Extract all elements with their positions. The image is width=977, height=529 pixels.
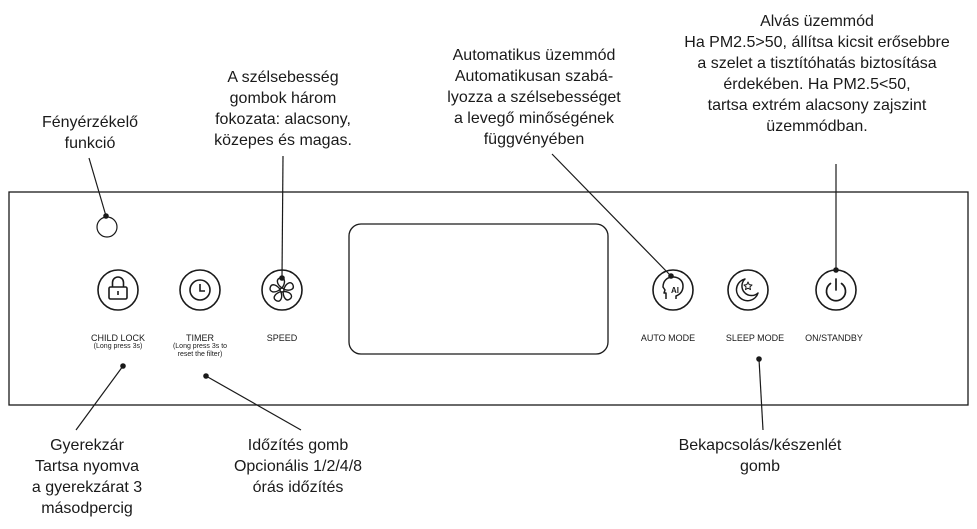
clock-icon [189, 279, 211, 301]
child-lock-label: CHILD LOCK (Long press 3s) [90, 333, 146, 350]
speed-label: SPEED [266, 333, 298, 343]
callout-auto-mode: Automatikus üzemmód Automatikusan szabá-… [447, 47, 621, 148]
leader-power [758, 358, 764, 431]
leader-auto-mode [551, 153, 672, 277]
leader-timer [205, 375, 302, 431]
auto-mode-label: AUTO MODE [640, 333, 696, 343]
callout-timer: Időzítés gomb Opcionális 1/2/4/8 órás id… [233, 437, 363, 496]
callout-sleep-mode: Alvás üzemmód Ha PM2.5>50, állítsa kicsi… [684, 13, 950, 135]
fan-icon [269, 277, 295, 302]
leader-lines [75, 153, 839, 431]
light-sensor-icon [96, 216, 118, 238]
power-icon [825, 278, 847, 302]
callout-child-lock: Gyerekzár Tartsa nyomva a gyerekzárat 3 … [31, 437, 143, 517]
timer-button[interactable] [179, 269, 221, 311]
sleep-mode-label: SLEEP MODE [725, 333, 785, 343]
ai-icon-text: AI [671, 286, 679, 295]
callout-power: Bekapcsolás/készenlét gomb [678, 437, 842, 475]
leader-child-lock [75, 365, 124, 431]
control-panel [8, 191, 969, 406]
timer-label: TIMER (Long press 3s to reset the filter… [172, 333, 228, 358]
on-standby-button[interactable] [815, 269, 857, 311]
moon-star-icon [735, 278, 759, 302]
on-standby-label: ON/STANDBY [805, 333, 863, 343]
callout-speed: A szélsebesség gombok három fokozata: al… [214, 69, 352, 149]
sleep-mode-button[interactable] [727, 269, 769, 311]
ai-head-icon: AI [662, 276, 684, 299]
child-lock-button[interactable] [97, 269, 139, 311]
leader-speed [281, 155, 284, 279]
display-window [348, 223, 609, 355]
callout-light-sensor: Fényérzékelő funkció [41, 114, 139, 152]
lock-icon [108, 276, 128, 300]
leader-light-sensor [88, 157, 107, 217]
auto-mode-button[interactable]: AI [652, 269, 694, 311]
